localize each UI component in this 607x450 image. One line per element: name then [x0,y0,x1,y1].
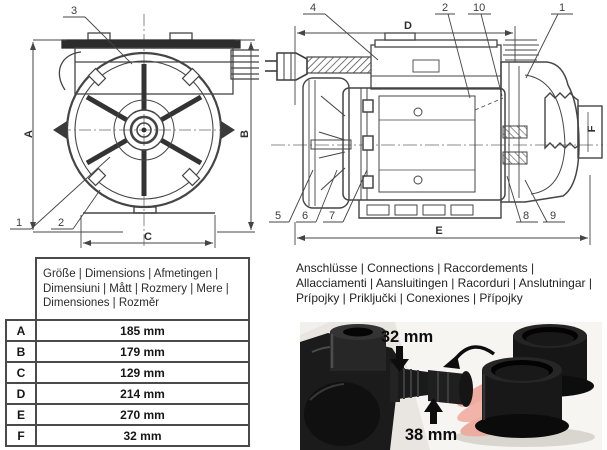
front-view-drawing: A B C 3 1 2 [10,5,259,248]
pump-base [83,206,215,214]
table-row: C 129 mm [5,361,250,384]
dimension-a: A [23,39,123,233]
dimension-c: C [80,215,216,248]
fan-shroud [302,77,352,209]
callout-2: 2 [58,217,64,229]
dimension-d: D [294,20,516,105]
dim-label-d: D [404,20,412,32]
table-header-row: Größe | Dimensions | Afmetingen | Dimens… [6,257,250,321]
dimensions-table: Größe | Dimensions | Afmetingen | Dimens… [5,257,250,447]
callout-6: 6 [302,210,308,222]
dim-label-b: B [239,130,251,138]
callout-5: 5 [275,210,281,222]
side-view-drawing: F D E 4 2 10 1 [265,2,603,245]
photo-label-38mm: 38 mm [405,426,457,444]
callout-7: 7 [329,210,335,222]
row-label: D [5,382,37,405]
photo-port [330,324,386,371]
table-row: E 270 mm [5,403,250,426]
photo-label-32mm: 32 mm [381,328,433,346]
header-spacer [6,258,36,320]
dim-label-a: A [23,130,35,138]
fan-cover [53,51,235,209]
callout-8: 8 [523,210,529,222]
row-value: 185 mm [35,319,250,342]
row-label: C [5,361,37,384]
row-value: 214 mm [35,382,250,405]
table-row: F 32 mm [5,424,250,447]
motor-body [342,87,506,201]
table-row: D 214 mm [5,382,250,405]
photo-adapter [428,370,473,407]
connections-photo: 32 mm 38 mm [300,322,602,450]
power-plug [265,52,308,81]
callout-4: 4 [310,2,316,14]
row-label: A [5,319,37,342]
pump-head [500,39,580,203]
photo-arrow-up-icon [424,398,443,424]
row-label: F [5,424,37,447]
table-row: A 185 mm [5,319,250,342]
photo-arrow-down-icon [390,346,409,372]
photo-pump-body [300,324,428,450]
dim-label-c: C [144,231,152,243]
dim-label-e: E [435,225,442,237]
row-value: 32 mm [35,424,250,447]
photo-canvas: 32 mm 38 mm [300,322,602,450]
dimension-b: B [217,39,255,233]
photo-bg-corner [300,322,330,335]
callout-1: 1 [16,217,22,229]
side-callouts-bottom [269,169,565,223]
callout-3: 3 [71,5,77,17]
callout-2b: 2 [442,2,448,14]
photo-cup-front [475,357,569,438]
row-label: E [5,403,37,426]
table-row: B 179 mm [5,340,250,363]
row-value: 129 mm [35,361,250,384]
callout-9: 9 [550,210,556,222]
photo-barb-fitting [390,364,428,402]
side-callouts-top [303,13,573,99]
terminal-box [370,32,502,90]
motor-housing [58,32,259,95]
photo-rotate-arrow-icon [443,345,496,369]
dim-label-f: F [586,125,598,132]
callout-1b: 1 [559,2,565,14]
row-value: 270 mm [35,403,250,426]
side-base [358,200,502,219]
connections-header: Anschlüsse | Connections | Raccordements… [296,261,592,306]
outlet-fitting [544,92,603,159]
row-label: B [5,340,37,363]
table-header: Größe | Dimensions | Afmetingen | Dimens… [35,257,250,321]
dimension-e: E [294,175,591,245]
callout-10: 10 [473,2,485,14]
row-value: 179 mm [35,340,250,363]
front-callouts [10,16,133,230]
